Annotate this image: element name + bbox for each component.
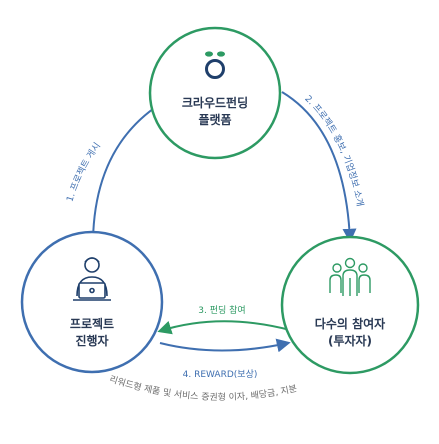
edge-1-label-text: 1. 프로젝트 게시 [65, 141, 103, 204]
node-platform: 크라우드펀딩 플랫폼 [148, 26, 282, 160]
edge-3-arrow [157, 320, 291, 335]
logo-icon [205, 51, 225, 79]
investors-label-line1: 다수의 참여자 [315, 316, 385, 331]
platform-label-line1: 크라우드펀딩 [182, 95, 248, 110]
group-people-icon [329, 257, 371, 296]
node-investors: 다수의 참여자 (투자자) [280, 235, 420, 375]
investors-label-line2: (투자자) [328, 333, 372, 348]
edge-4-label: 4. REWARD(보상) [183, 369, 258, 380]
edge-1-label: 1. 프로젝트 게시 [65, 141, 103, 204]
edge-4-arrow [159, 338, 291, 353]
creator-label-line1: 프로젝트 [70, 316, 114, 331]
platform-label-line2: 플랫폼 [198, 112, 231, 127]
edge-2-arrow [281, 91, 357, 243]
node-creator: 프로젝트 진행자 [20, 230, 164, 374]
edge-2-label: 2. 프로젝트 홍보, 기업정보 소개 [302, 94, 365, 208]
creator-label-line2: 진행자 [75, 333, 108, 348]
person-laptop-icon [73, 257, 111, 301]
edge-3-label: 3. 펀딩 참여 [198, 304, 245, 316]
edge-2-label-text: 2. 프로젝트 홍보, 기업정보 소개 [302, 94, 365, 208]
